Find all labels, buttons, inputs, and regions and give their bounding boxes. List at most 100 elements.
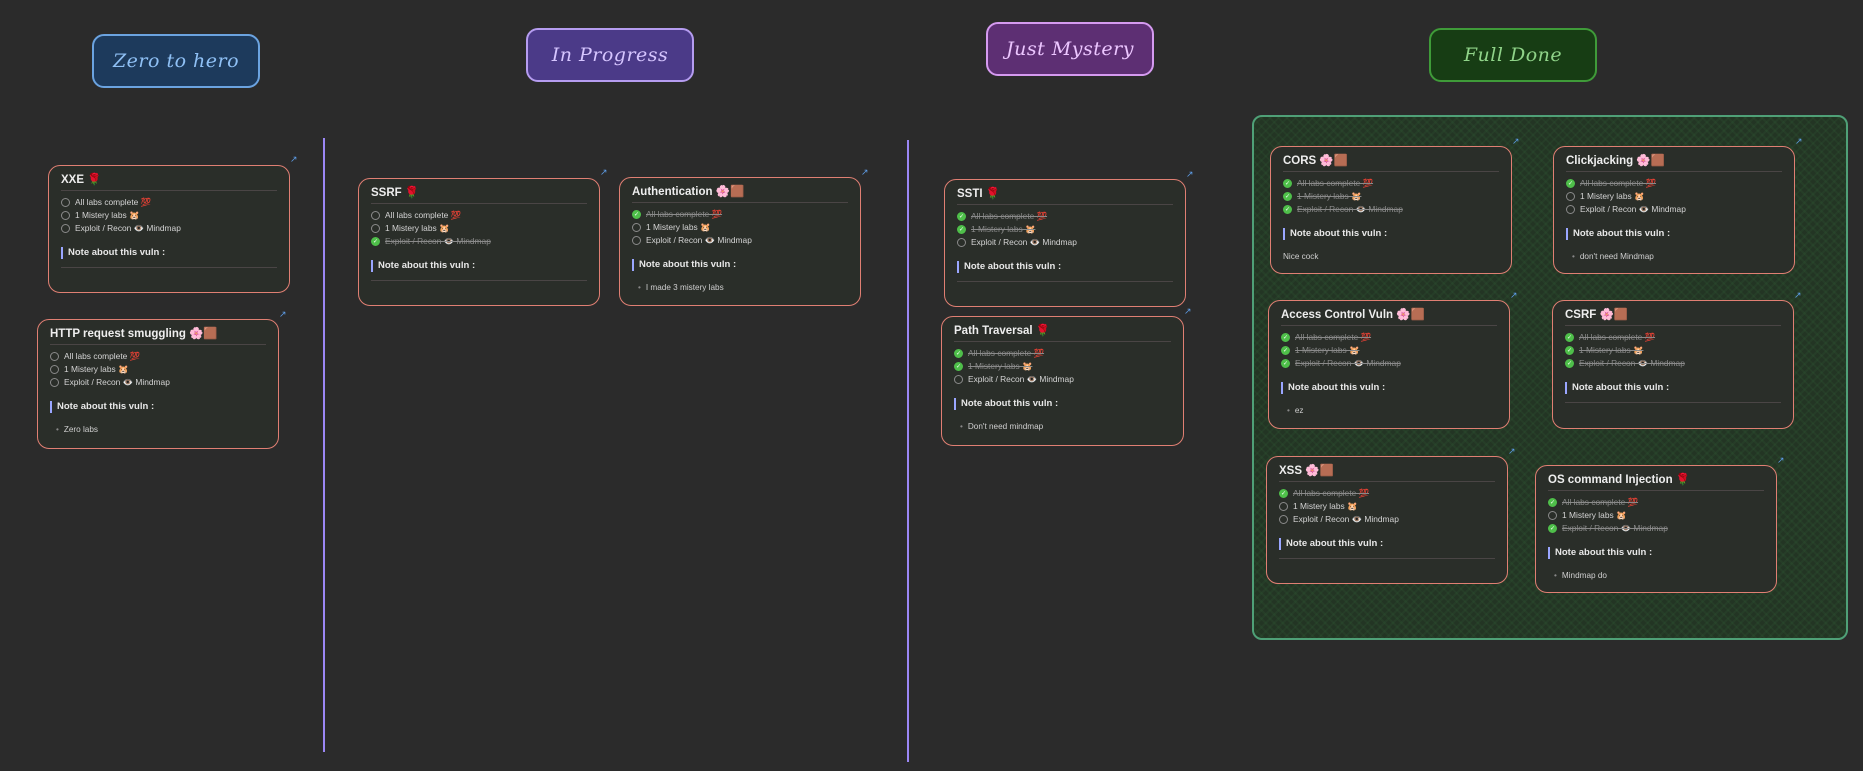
checkbox[interactable]: ✓: [1565, 346, 1574, 355]
card-access-control-vuln[interactable]: Access Control Vuln 🌸🟫✓All labs complete…: [1268, 300, 1510, 429]
card-xxe[interactable]: XXE 🌹All labs complete 💯1 Mistery labs 🐹…: [48, 165, 290, 293]
task-label: Exploit / Recon 👁️ Mindmap: [385, 236, 491, 246]
task-exploit-recon: ✓ Exploit / Recon 👁️ Mindmap: [1281, 357, 1497, 370]
card-title: XXE 🌹: [61, 172, 277, 191]
checkbox[interactable]: [61, 198, 70, 207]
card-xss[interactable]: XSS 🌸🟫✓All labs complete 💯1 Mistery labs…: [1266, 456, 1508, 584]
checkbox[interactable]: ✓: [1281, 346, 1290, 355]
task-label: Exploit / Recon 👁️ Mindmap: [75, 223, 181, 233]
external-link-icon[interactable]: ↗: [1184, 307, 1192, 317]
checkbox[interactable]: ✓: [1565, 359, 1574, 368]
checkbox[interactable]: ✓: [1565, 333, 1574, 342]
card-http-request-smuggling[interactable]: HTTP request smuggling 🌸🟫All labs comple…: [37, 319, 279, 449]
checkbox[interactable]: ✓: [632, 210, 641, 219]
checkbox[interactable]: ✓: [1283, 192, 1292, 201]
checkbox[interactable]: ✓: [957, 225, 966, 234]
checkbox[interactable]: ✓: [1281, 359, 1290, 368]
checkbox[interactable]: [50, 378, 59, 387]
checkbox[interactable]: [632, 223, 641, 232]
external-link-icon[interactable]: ↗: [1512, 137, 1520, 147]
external-link-icon[interactable]: ↗: [1777, 456, 1785, 466]
note-empty-line: [61, 267, 277, 268]
checkbox[interactable]: ✓: [1566, 179, 1575, 188]
checkbox[interactable]: ✓: [1548, 498, 1557, 507]
column-header-full-done[interactable]: Full Done: [1429, 28, 1597, 82]
task-label: Exploit / Recon 👁️ Mindmap: [1293, 514, 1399, 524]
checkbox[interactable]: [1279, 502, 1288, 511]
task-label: 1 Mistery labs 🐹: [1295, 345, 1360, 355]
task-all-labs: All labs complete 💯: [50, 350, 266, 363]
checkbox[interactable]: [1548, 511, 1557, 520]
checkbox[interactable]: ✓: [1283, 205, 1292, 214]
card-authentication[interactable]: Authentication 🌸🟫✓All labs complete 💯1 M…: [619, 177, 861, 306]
card-title: SSRF 🌹: [371, 185, 587, 204]
checkbox[interactable]: ✓: [1281, 333, 1290, 342]
card-clickjacking[interactable]: Clickjacking 🌸🟫✓All labs complete 💯1 Mis…: [1553, 146, 1795, 274]
external-link-icon[interactable]: ↗: [600, 168, 608, 178]
checkbox[interactable]: [50, 365, 59, 374]
card-ssrf[interactable]: SSRF 🌹All labs complete 💯1 Mistery labs …: [358, 178, 600, 306]
column-header-zero-to-hero[interactable]: Zero to hero: [92, 34, 260, 88]
external-link-icon[interactable]: ↗: [1186, 170, 1194, 180]
external-link-icon[interactable]: ↗: [290, 155, 298, 165]
card-title: Clickjacking 🌸🟫: [1566, 153, 1782, 172]
task-label: All labs complete 💯: [646, 209, 723, 219]
external-link-icon[interactable]: ↗: [1508, 447, 1516, 457]
checkbox[interactable]: [371, 211, 380, 220]
task-label: 1 Mistery labs 🐹: [1293, 501, 1358, 511]
checkbox[interactable]: ✓: [1548, 524, 1557, 533]
card-os-command-injection[interactable]: OS command Injection 🌹✓All labs complete…: [1535, 465, 1777, 593]
checkbox[interactable]: [954, 375, 963, 384]
task-exploit-recon: Exploit / Recon 👁️ Mindmap: [1279, 513, 1495, 526]
task-label: 1 Mistery labs 🐹: [1562, 510, 1627, 520]
column-divider: [323, 138, 325, 752]
card-title: Authentication 🌸🟫: [632, 184, 848, 203]
card-cors[interactable]: CORS 🌸🟫✓All labs complete 💯✓1 Mistery la…: [1270, 146, 1512, 274]
task-all-labs: ✓All labs complete 💯: [1566, 177, 1782, 190]
checkbox[interactable]: [61, 224, 70, 233]
task-mystery-labs: 1 Mistery labs 🐹: [61, 209, 277, 222]
task-label: 1 Mistery labs 🐹: [1297, 191, 1362, 201]
task-label: Exploit / Recon 👁️ Mindmap: [1295, 358, 1401, 368]
note-text: Mindmap do: [1548, 571, 1764, 580]
checkbox[interactable]: [632, 236, 641, 245]
checkbox[interactable]: [50, 352, 59, 361]
task-mystery-labs: 1 Mistery labs 🐹: [1279, 500, 1495, 513]
task-mystery-labs: 1 Mistery labs 🐹: [50, 363, 266, 376]
task-label: Exploit / Recon 👁️ Mindmap: [1579, 358, 1685, 368]
task-label: Exploit / Recon 👁️ Mindmap: [646, 235, 752, 245]
column-header-in-progress[interactable]: In Progress: [526, 28, 694, 82]
note-heading: Note about this vuln :: [1566, 228, 1782, 240]
checkbox[interactable]: ✓: [957, 212, 966, 221]
checkbox[interactable]: ✓: [371, 237, 380, 246]
task-exploit-recon: ✓Exploit / Recon 👁️ Mindmap: [1283, 203, 1499, 216]
checkbox[interactable]: [371, 224, 380, 233]
note-heading: Note about this vuln :: [61, 247, 277, 259]
card-title: Path Traversal 🌹: [954, 323, 1171, 342]
task-mystery-labs: ✓ 1 Mistery labs 🐹: [1281, 344, 1497, 357]
checkbox[interactable]: ✓: [954, 362, 963, 371]
external-link-icon[interactable]: ↗: [279, 310, 287, 320]
checkbox[interactable]: [1279, 515, 1288, 524]
checkbox[interactable]: [61, 211, 70, 220]
checkbox[interactable]: ✓: [1283, 179, 1292, 188]
note-text: Don't need mindmap: [954, 422, 1171, 431]
task-exploit-recon: Exploit / Recon 👁️ Mindmap: [954, 373, 1171, 386]
external-link-icon[interactable]: ↗: [861, 168, 869, 178]
task-mystery-labs: 1 Mistery labs 🐹: [1548, 509, 1764, 522]
checkbox[interactable]: ✓: [954, 349, 963, 358]
card-path-traversal[interactable]: Path Traversal 🌹✓All labs complete 💯✓1 M…: [941, 316, 1184, 446]
checkbox[interactable]: [957, 238, 966, 247]
checkbox[interactable]: [1566, 192, 1575, 201]
task-label: Exploit / Recon 👁️ Mindmap: [1580, 204, 1686, 214]
checkbox[interactable]: [1566, 205, 1575, 214]
card-ssti[interactable]: SSTI 🌹✓All labs complete 💯✓1 Mistery lab…: [944, 179, 1186, 307]
external-link-icon[interactable]: ↗: [1795, 137, 1803, 147]
task-label: All labs complete 💯: [971, 211, 1048, 221]
checkbox[interactable]: ✓: [1279, 489, 1288, 498]
external-link-icon[interactable]: ↗: [1510, 291, 1518, 301]
external-link-icon[interactable]: ↗: [1794, 291, 1802, 301]
column-header-just-mystery[interactable]: Just Mystery: [986, 22, 1154, 76]
note-empty-line: [957, 281, 1173, 282]
card-csrf[interactable]: CSRF 🌸🟫✓All labs complete 💯✓1 Mistery la…: [1552, 300, 1794, 429]
